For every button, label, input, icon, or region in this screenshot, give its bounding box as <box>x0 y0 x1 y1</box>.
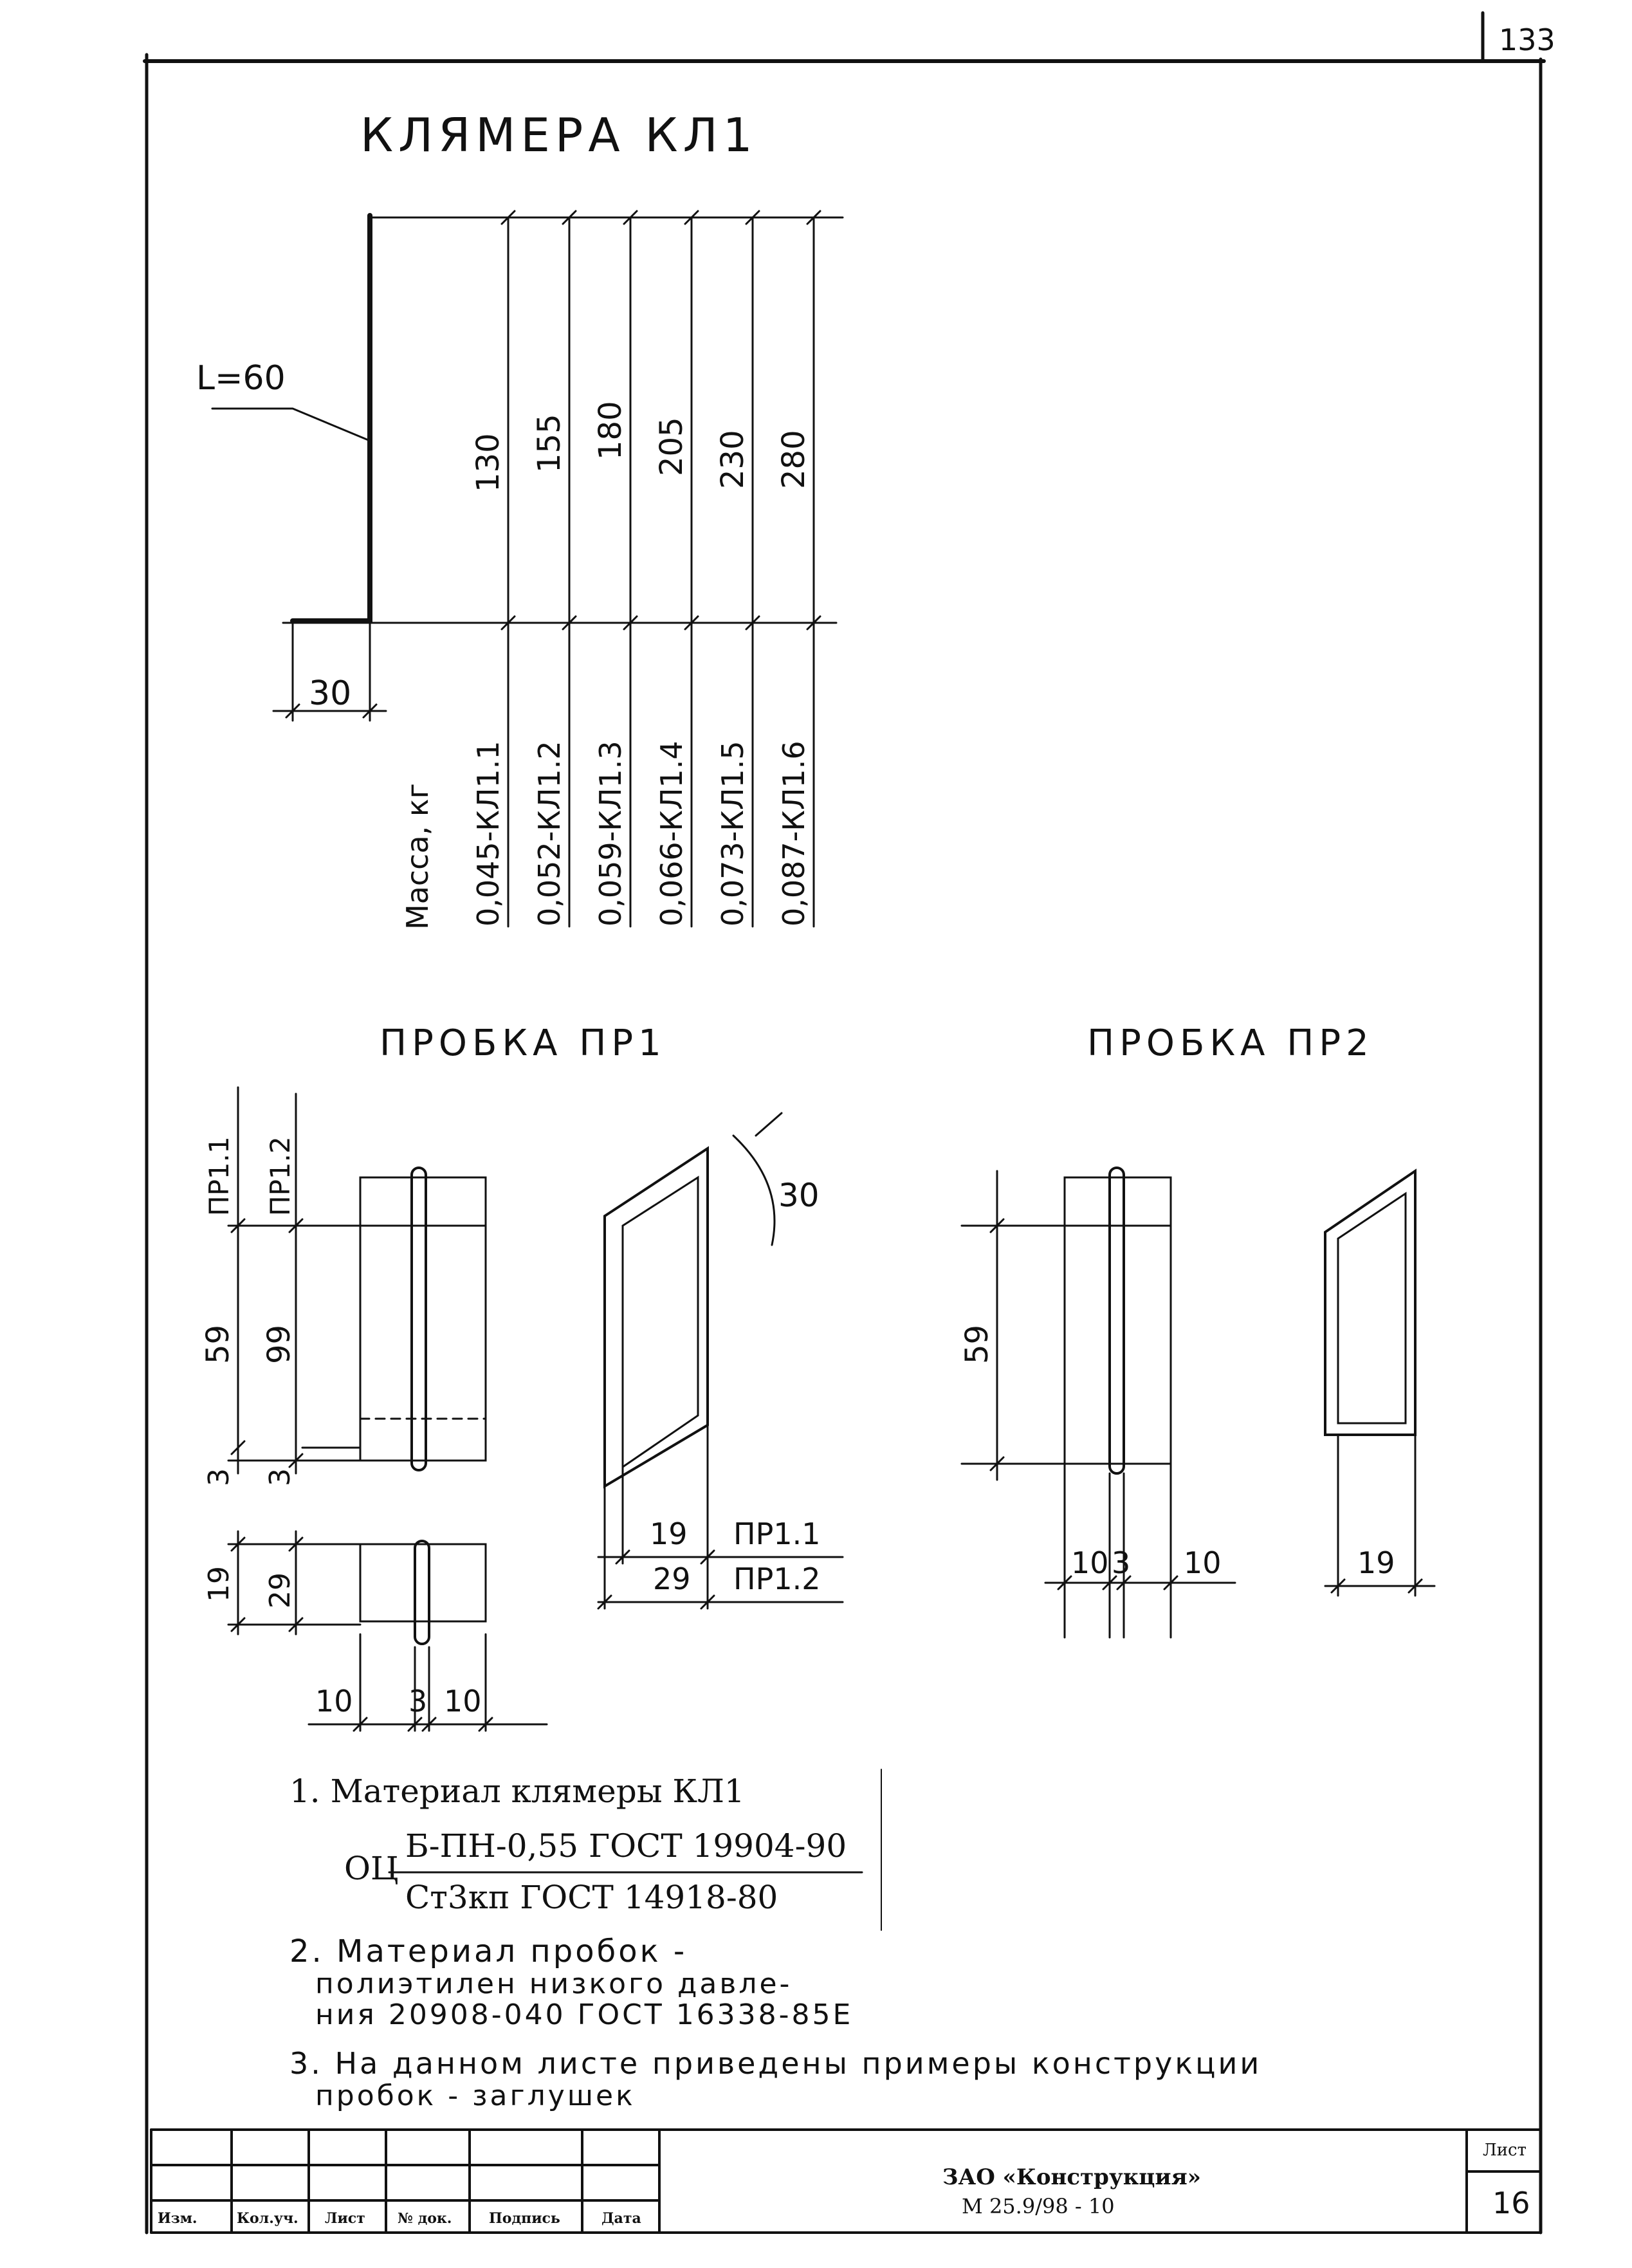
stamp-header: Изм. <box>158 2210 197 2227</box>
pr1-side-pr11: ПР1.1 <box>733 1517 820 1551</box>
height-label: 130 <box>470 433 506 492</box>
mark-label: 0,052-КЛ1.2 <box>532 741 567 927</box>
mass-header: Масса, кг <box>400 783 435 930</box>
pr1-side-inner <box>621 1175 699 1469</box>
pr1-angle: 30 <box>778 1177 820 1214</box>
klyamera-profile <box>290 213 372 623</box>
oc-line-a: Б-ПН-0,55 ГОСТ 19904-90 <box>405 1827 847 1865</box>
pr1-dim-3a: 3 <box>203 1468 235 1486</box>
pr2-title: ПРОБКА ПР2 <box>1087 1022 1374 1064</box>
pr1-ticks <box>230 1218 304 1468</box>
mark-label: 0,073-КЛ1.5 <box>715 741 750 927</box>
stamp-header: Лист <box>325 2210 365 2227</box>
stamp-header: Подпись <box>489 2210 560 2227</box>
pr1-bottom-pin <box>414 1540 430 1645</box>
pr1-dim-3: 3 <box>408 1684 427 1719</box>
stamp-headers: Изм. Кол.уч. Лист № док. Подпись Дата <box>158 2210 641 2227</box>
pr2-dim-3: 3 <box>1112 1545 1130 1580</box>
note-3-line-1: 3. На данном листе приведены примеры кон… <box>289 2046 1262 2081</box>
pr1-dim-59: 59 <box>200 1325 236 1364</box>
mark-label: 0,045-КЛ1.1 <box>471 741 506 927</box>
pr1-label-2: ПР1.2 <box>264 1136 296 1216</box>
pr2-dim-59: 59 <box>959 1325 995 1364</box>
pr1-body <box>359 1176 487 1462</box>
note-2-line-3: ния 20908-040 ГОСТ 16338-85Е <box>315 1998 854 2031</box>
sheet-number: 133 <box>1499 23 1555 57</box>
note-2-line-1: 2. Материал пробок - <box>289 1933 688 1969</box>
pr1-side-dimension-lines <box>597 1424 844 1610</box>
stamp-code: М 25.9/98 - 10 <box>962 2194 1115 2218</box>
klyamera-ticks <box>285 210 821 719</box>
pr2-side-ticks <box>1330 1578 1423 1594</box>
pr1-dim-10b: 10 <box>444 1684 482 1719</box>
pr1-pin <box>410 1166 427 1471</box>
oc-label: ОЦ <box>344 1850 399 1887</box>
pr1-dim-10a: 10 <box>315 1684 353 1719</box>
mark-label: 0,087-КЛ1.6 <box>776 741 811 927</box>
mark-label: 0,059-КЛ1.3 <box>593 741 628 927</box>
pr2-pin <box>1108 1166 1125 1475</box>
height-label: 180 <box>592 401 628 460</box>
note-3-line-2: пробок - заглушек <box>315 2079 636 2112</box>
oc-line-b: Ст3кп ГОСТ 14918-80 <box>405 1879 778 1916</box>
height-label: 230 <box>715 430 751 489</box>
pr1-bottom-body <box>359 1543 487 1623</box>
pr2-body <box>1063 1176 1172 1465</box>
stamp-org: ЗАО «Конструкция» <box>942 2164 1201 2190</box>
stamp-header: Кол.уч. <box>237 2210 298 2227</box>
pr1-side-19: 19 <box>650 1517 688 1551</box>
height-label: 205 <box>654 417 690 476</box>
pr1-side-outer <box>603 1146 709 1489</box>
height-label: 155 <box>531 414 567 473</box>
mark-label: 0,066-КЛ1.4 <box>654 741 689 927</box>
pr1-label-1: ПР1.1 <box>203 1136 235 1216</box>
stamp-sheet-value: 16 <box>1492 2186 1530 2220</box>
pr2-side-inner <box>1337 1192 1407 1424</box>
stamp-header: Дата <box>601 2210 641 2227</box>
pr2-side-19: 19 <box>1357 1545 1395 1580</box>
height-label: 280 <box>776 430 812 489</box>
pr1-dim-19: 19 <box>203 1566 235 1602</box>
pr2-dimension-lines <box>960 1170 1236 1639</box>
note-1: 1. Материал клямеры КЛ1 <box>289 1773 745 1810</box>
pr1-dim-99: 99 <box>261 1325 297 1364</box>
height-labels: 130 155 180 205 230 280 <box>470 401 812 492</box>
width-label: 30 <box>309 674 351 713</box>
pr1-bottom-dimension-lines <box>227 1530 548 1732</box>
pr1-angle-arc <box>732 1134 776 1246</box>
stamp-sheet-label: Лист <box>1483 2141 1527 2160</box>
pr1-angle-tick <box>755 1112 783 1137</box>
pr1-dim-3b: 3 <box>264 1468 297 1486</box>
pr1-dimension-lines <box>227 1086 362 1475</box>
pr2-dim-10b: 10 <box>1184 1545 1222 1580</box>
pr1-title: ПРОБКА ПР1 <box>380 1022 666 1064</box>
stamp-grid <box>150 2128 1542 2234</box>
mark-labels: 0,045-КЛ1.1 0,052-КЛ1.2 0,059-КЛ1.3 0,06… <box>471 741 811 927</box>
L-label: L=60 <box>196 359 286 398</box>
pr2-dim-10a: 10 <box>1071 1545 1109 1580</box>
klyamera-title: КЛЯМЕРА КЛ1 <box>360 108 758 162</box>
klyamera-dimension-lines <box>272 216 815 928</box>
pr1-bottom-ticks <box>230 1536 493 1732</box>
pr1-side-ticks <box>597 1549 715 1610</box>
pr1-side-pr12: ПР1.2 <box>733 1562 820 1596</box>
stamp-header: № док. <box>398 2210 452 2227</box>
pr2-ticks <box>989 1218 1178 1590</box>
note-2-line-2: полиэтилен низкого давле- <box>315 1968 793 2000</box>
pr1-dim-29: 29 <box>264 1572 297 1609</box>
L-leader <box>211 407 371 442</box>
pr1-side-29: 29 <box>653 1562 691 1596</box>
